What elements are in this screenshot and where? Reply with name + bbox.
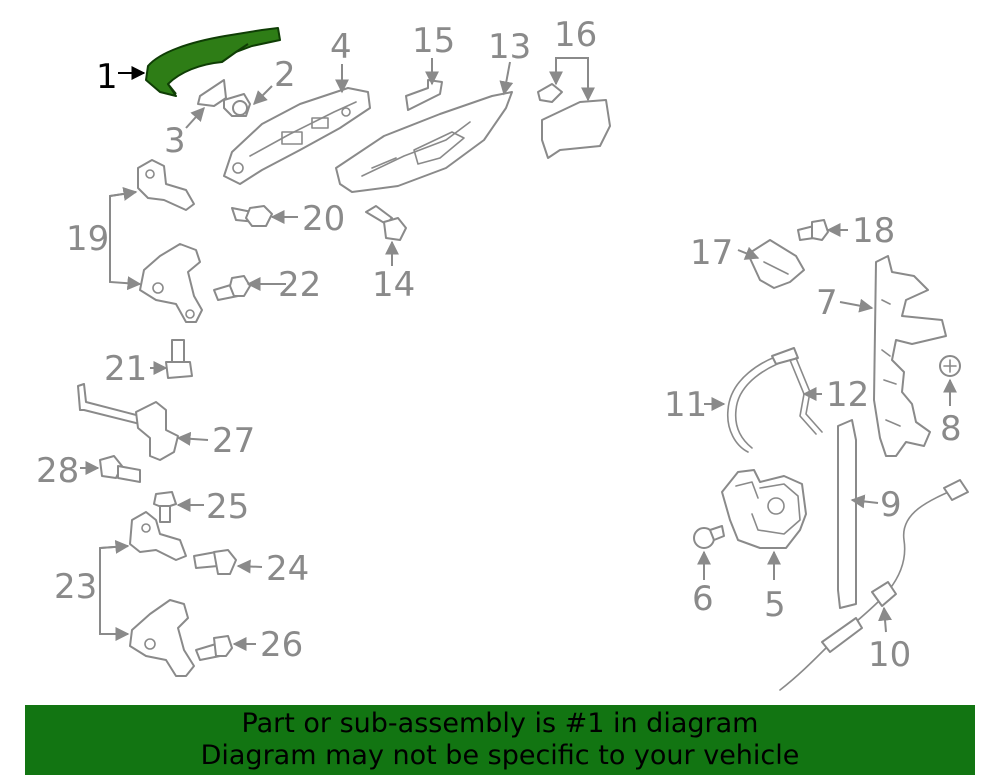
part-3-gasket[interactable] bbox=[197, 79, 227, 107]
part-27-door-check[interactable] bbox=[77, 383, 179, 461]
callout-26: 26 bbox=[260, 625, 303, 665]
callout-10: 10 bbox=[868, 635, 911, 675]
callout-9: 9 bbox=[880, 485, 902, 525]
callout-12: 12 bbox=[826, 375, 869, 415]
callout-28: 28 bbox=[36, 451, 79, 491]
callout-3: 3 bbox=[164, 121, 186, 161]
callout-21: 21 bbox=[104, 349, 147, 389]
part-21-bolt[interactable] bbox=[165, 339, 193, 379]
callout-6: 6 bbox=[692, 579, 714, 619]
callout-20: 20 bbox=[302, 199, 345, 239]
callout-7: 7 bbox=[816, 283, 838, 323]
part-18-screw[interactable] bbox=[797, 219, 829, 241]
banner-line-1: Part or sub-assembly is #1 in diagram bbox=[241, 708, 759, 739]
part-2-clip[interactable] bbox=[223, 93, 251, 117]
callout-27: 27 bbox=[212, 421, 255, 461]
callout-11: 11 bbox=[664, 385, 707, 425]
part-8-screw[interactable] bbox=[939, 355, 961, 377]
callout-1: 1 bbox=[96, 57, 118, 97]
callout-labels: 1 2 3 4 15 13 16 19 20 14 22 21 27 28 25… bbox=[36, 15, 962, 675]
part-4-reinforcement[interactable] bbox=[223, 87, 371, 185]
part-28-bolt[interactable] bbox=[99, 455, 141, 483]
callout-8: 8 bbox=[940, 409, 962, 449]
callout-24: 24 bbox=[266, 549, 309, 589]
callout-2: 2 bbox=[274, 55, 296, 95]
info-banner: Part or sub-assembly is #1 in diagram Di… bbox=[25, 705, 975, 775]
part-22-bolt[interactable] bbox=[213, 275, 251, 301]
callout-16: 16 bbox=[554, 15, 597, 55]
callout-4: 4 bbox=[330, 27, 352, 67]
callout-23: 23 bbox=[54, 567, 97, 607]
callout-14: 14 bbox=[372, 265, 415, 305]
callout-13: 13 bbox=[488, 27, 531, 67]
part-25-bolt[interactable] bbox=[153, 491, 177, 523]
leader-lines bbox=[80, 57, 957, 651]
banner-line-2: Diagram may not be specific to your vehi… bbox=[200, 740, 800, 771]
part-7-bracket[interactable] bbox=[873, 255, 947, 457]
part-10-cable[interactable] bbox=[779, 479, 969, 691]
part-19-hinge[interactable] bbox=[137, 159, 203, 323]
part-6-screw[interactable] bbox=[693, 525, 725, 549]
part-23-hinge[interactable] bbox=[129, 511, 195, 677]
callout-18: 18 bbox=[852, 211, 895, 251]
part-12-rod[interactable] bbox=[789, 357, 823, 435]
part-13-inside-handle[interactable] bbox=[335, 91, 513, 193]
part-16-bezel[interactable] bbox=[537, 83, 611, 159]
callout-22: 22 bbox=[278, 265, 321, 305]
part-15-clip[interactable] bbox=[405, 79, 443, 111]
part-24-bolt[interactable] bbox=[193, 549, 237, 575]
callout-19: 19 bbox=[66, 219, 109, 259]
part-26-bolt[interactable] bbox=[195, 635, 233, 661]
callout-25: 25 bbox=[206, 487, 249, 527]
part-5-latch[interactable] bbox=[721, 469, 807, 549]
part-20-bolt[interactable] bbox=[231, 205, 273, 227]
part-14-screw[interactable] bbox=[365, 205, 407, 241]
part-1-outside-handle[interactable] bbox=[145, 27, 281, 97]
part-11-cable[interactable] bbox=[726, 347, 799, 453]
callout-17: 17 bbox=[690, 233, 733, 273]
callout-15: 15 bbox=[412, 21, 455, 61]
part-17-cap[interactable] bbox=[747, 239, 805, 289]
callout-5: 5 bbox=[764, 585, 786, 625]
part-9-weatherstrip[interactable] bbox=[837, 419, 857, 609]
